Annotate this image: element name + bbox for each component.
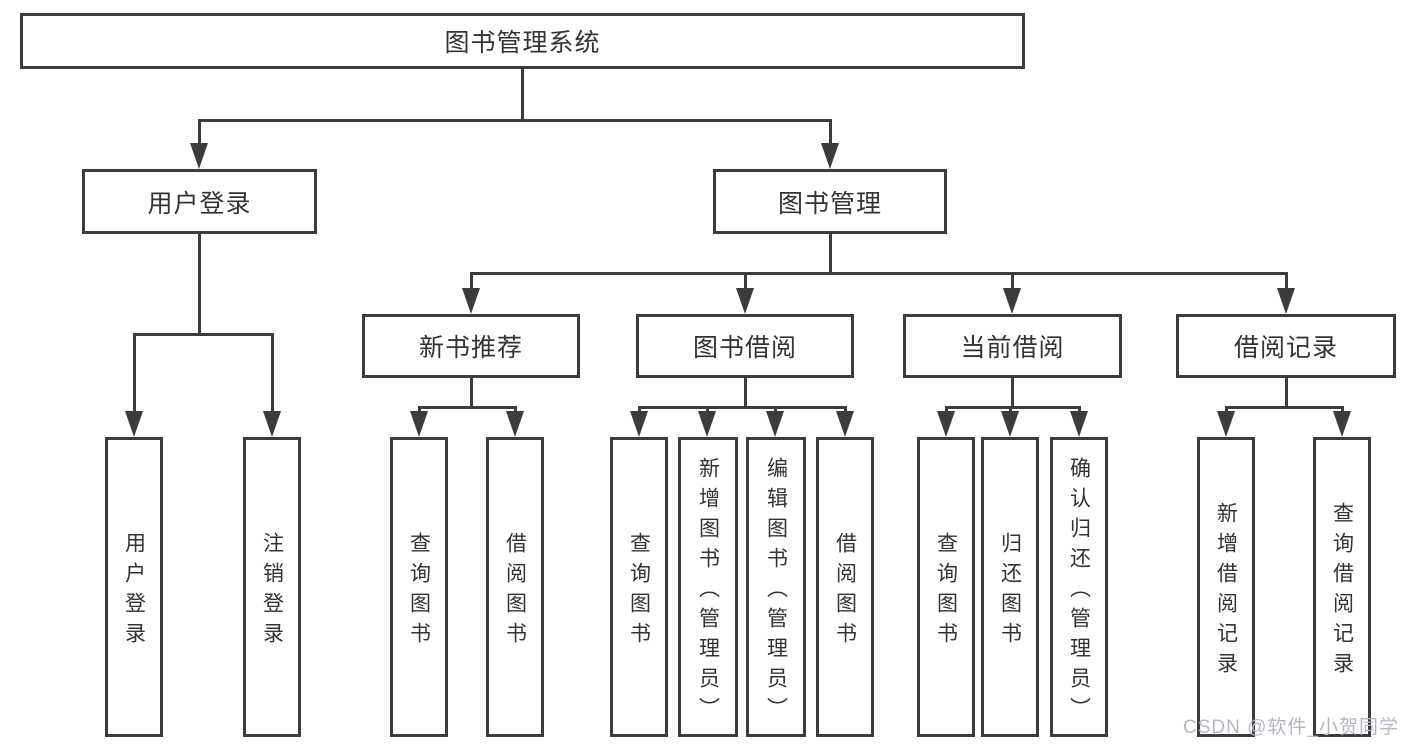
connector-line bbox=[743, 272, 747, 290]
connector-line bbox=[1224, 406, 1228, 414]
node-current-borrowing: 当前借阅 bbox=[903, 314, 1122, 378]
leaf-user-login: 用户登录 bbox=[105, 437, 163, 737]
arrow-down-icon bbox=[630, 411, 648, 437]
connector-line bbox=[520, 69, 524, 120]
connector-line bbox=[944, 406, 1081, 409]
leaf-confirm-return-admin: 确认归还（管理员） bbox=[1050, 437, 1108, 737]
leaf-borrow-books-borrowing: 借阅图书 bbox=[816, 437, 874, 737]
arrow-down-icon bbox=[263, 411, 281, 437]
connector-line bbox=[197, 233, 201, 336]
connector-line bbox=[944, 406, 948, 414]
connector-line bbox=[637, 406, 641, 414]
arrow-down-icon bbox=[125, 411, 143, 437]
leaf-edit-book-admin: 编辑图书（管理员） bbox=[746, 437, 806, 737]
arrow-down-icon bbox=[698, 411, 716, 437]
arrow-down-icon bbox=[1070, 411, 1088, 437]
connector-line bbox=[1284, 272, 1288, 290]
connector-line bbox=[132, 333, 274, 336]
node-library-system: 图书管理系统 bbox=[20, 13, 1025, 69]
connector-line bbox=[743, 377, 747, 408]
connector-line bbox=[270, 333, 274, 413]
node-book-management: 图书管理 bbox=[713, 169, 947, 234]
node-borrowing-records: 借阅记录 bbox=[1176, 314, 1396, 378]
leaf-query-books-borrowing: 查询图书 bbox=[610, 437, 668, 737]
arrow-down-icon bbox=[937, 411, 955, 437]
connector-line bbox=[1077, 406, 1081, 414]
arrow-down-icon bbox=[1277, 288, 1295, 314]
connector-line bbox=[197, 119, 832, 122]
connector-line bbox=[1340, 406, 1344, 414]
connector-line bbox=[469, 272, 1288, 275]
connector-line bbox=[417, 406, 421, 414]
connector-line bbox=[469, 272, 473, 290]
connector-line bbox=[1284, 377, 1288, 408]
leaf-add-borrow-record: 新增借阅记录 bbox=[1197, 437, 1255, 737]
node-user-login: 用户登录 bbox=[82, 169, 317, 234]
arrow-down-icon bbox=[410, 411, 428, 437]
arrow-down-icon bbox=[190, 143, 208, 169]
arrow-down-icon bbox=[462, 288, 480, 314]
connector-line bbox=[828, 233, 832, 275]
connector-line bbox=[1010, 272, 1014, 290]
arrow-down-icon bbox=[1003, 288, 1021, 314]
connector-line bbox=[197, 119, 201, 145]
leaf-return-books: 归还图书 bbox=[981, 437, 1039, 737]
arrow-down-icon bbox=[1001, 411, 1019, 437]
connector-line bbox=[705, 406, 709, 414]
node-book-borrowing: 图书借阅 bbox=[636, 314, 854, 378]
node-new-book-recommendation: 新书推荐 bbox=[362, 314, 580, 378]
arrow-down-icon bbox=[836, 411, 854, 437]
arrow-down-icon bbox=[736, 288, 754, 314]
connector-line bbox=[637, 406, 847, 409]
arrow-down-icon bbox=[821, 143, 839, 169]
leaf-add-book-admin: 新增图书（管理员） bbox=[678, 437, 738, 737]
leaf-borrow-books-recommend: 借阅图书 bbox=[486, 437, 544, 737]
leaf-query-books-recommend: 查询图书 bbox=[390, 437, 448, 737]
connector-line bbox=[1008, 406, 1012, 414]
connector-line bbox=[773, 406, 777, 414]
connector-line bbox=[513, 406, 517, 414]
connector-line bbox=[828, 119, 832, 145]
arrow-down-icon bbox=[766, 411, 784, 437]
arrow-down-icon bbox=[1333, 411, 1351, 437]
arrow-down-icon bbox=[1217, 411, 1235, 437]
leaf-logout: 注销登录 bbox=[243, 437, 301, 737]
connector-line bbox=[417, 406, 517, 409]
connector-line bbox=[132, 333, 136, 413]
leaf-query-books-current: 查询图书 bbox=[917, 437, 975, 737]
connector-line bbox=[469, 377, 473, 408]
watermark: CSDN @软件_小贺同学 bbox=[1183, 717, 1399, 738]
arrow-down-icon bbox=[506, 411, 524, 437]
connector-line bbox=[1224, 406, 1344, 409]
connector-line bbox=[843, 406, 847, 414]
connector-line bbox=[1010, 377, 1014, 408]
leaf-query-borrow-record: 查询借阅记录 bbox=[1313, 437, 1371, 737]
